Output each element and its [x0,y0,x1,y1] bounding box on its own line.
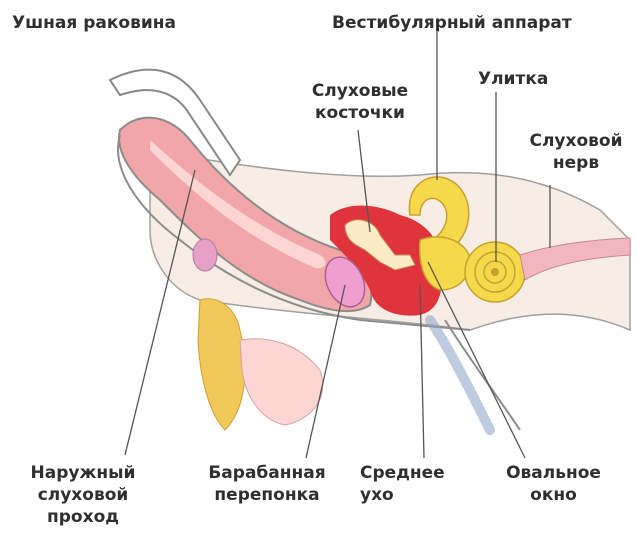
cochlea-spiral [465,242,525,302]
label-middle-ear-line1: Среднее [360,462,445,484]
label-vestibular-line1: Вестибулярный аппарат [332,12,572,34]
label-eardrum: Барабанная перепонка [188,462,346,506]
label-oval-window-line1: Овальное [486,462,621,484]
label-auditory-nerve-line2: нерв [520,152,632,174]
label-ear-canal-line2: слуховой [8,484,158,506]
label-auditory-nerve-line1: Слуховой [520,130,632,152]
label-auditory-nerve: Слуховой нерв [520,130,632,174]
label-pinna-line1: Ушная раковина [12,12,176,34]
label-ossicles-line2: косточки [290,102,430,124]
label-eardrum-line1: Барабанная [188,462,346,484]
label-cochlea-line1: Улитка [478,68,548,90]
label-middle-ear-line2: ухо [360,484,445,506]
label-ear-canal-line3: проход [8,506,158,528]
label-oval-window-line2: окно [486,484,621,506]
label-ear-canal: Наружный слуховой проход [8,462,158,528]
label-ossicles-line1: Слуховые [290,80,430,102]
gland-nodule [193,239,217,271]
label-cochlea: Улитка [478,68,548,90]
label-oval-window: Овальное окно [486,462,621,506]
label-middle-ear: Среднее ухо [360,462,445,506]
label-vestibular: Вестибулярный аппарат [332,12,572,34]
label-ossicles: Слуховые косточки [290,80,430,124]
soft-tissue-lower [240,339,323,425]
label-eardrum-line2: перепонка [188,484,346,506]
label-ear-canal-line1: Наружный [8,462,158,484]
cartilage [198,299,245,430]
label-pinna: Ушная раковина [12,12,176,34]
